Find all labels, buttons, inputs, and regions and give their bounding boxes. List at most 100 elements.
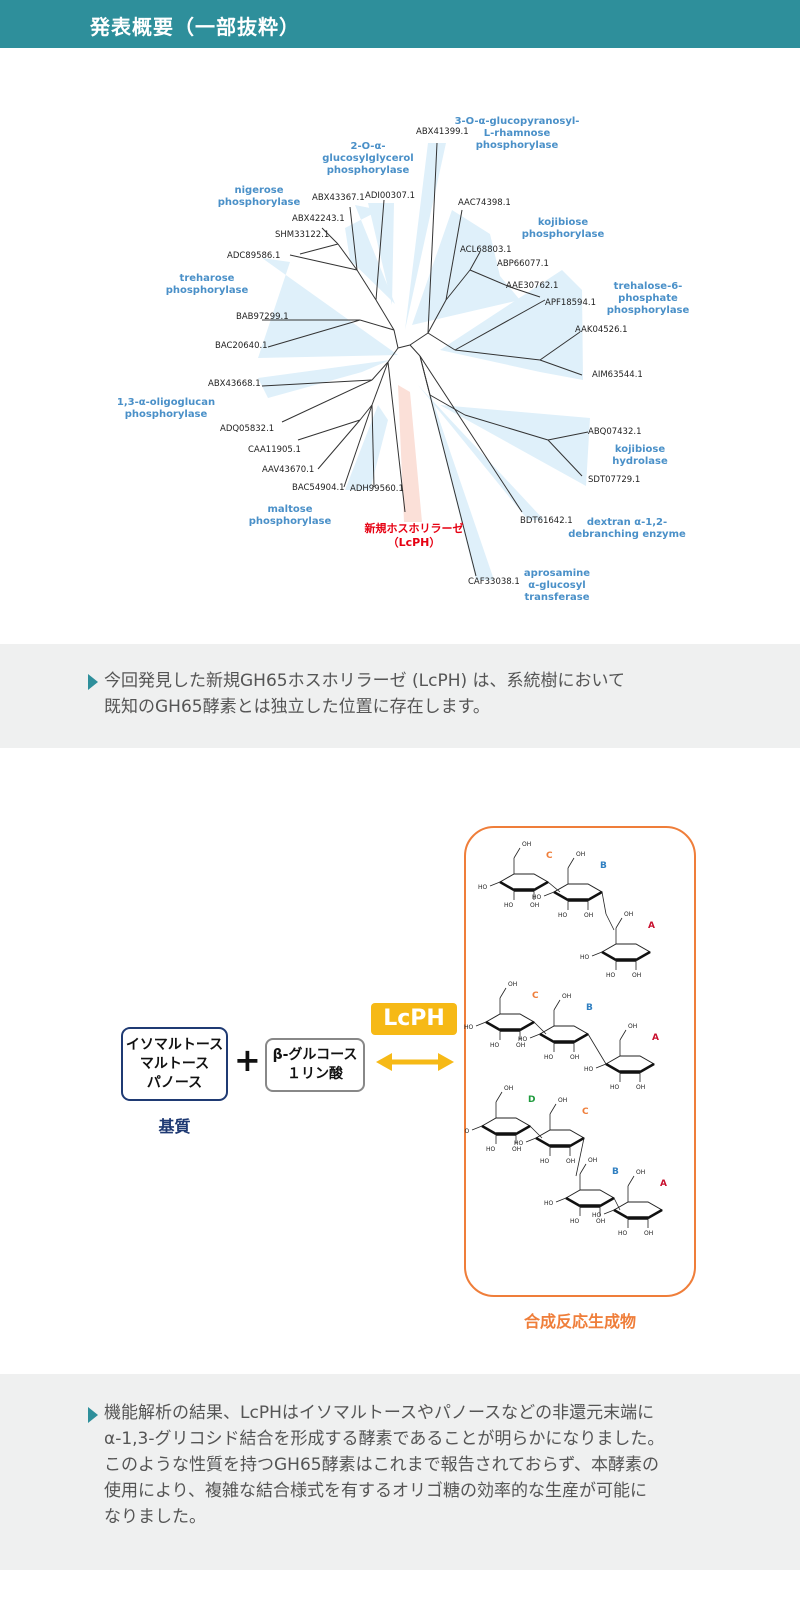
hydroxyl-label: OH <box>508 981 517 988</box>
tree-branch <box>375 199 385 301</box>
clade-label: phosphorylase <box>607 305 690 316</box>
hydroxyl-label: HO <box>580 954 590 961</box>
accession-label: ADH99560.1 <box>350 484 404 494</box>
phylogenetic-tree: ABX41399.1ADI00307.1ABX43367.1ABX42243.1… <box>117 116 690 603</box>
hydroxyl-label: OH <box>566 1158 575 1165</box>
accession-label: AAC74398.1 <box>458 198 511 208</box>
accession-label: ABX43367.1 <box>312 193 365 203</box>
tree-branch <box>469 269 511 288</box>
clade-label: phosphorylase <box>476 140 559 151</box>
tree-branch <box>299 243 339 255</box>
tree-branch <box>445 269 471 301</box>
substrate-panose: パノース <box>146 1074 203 1091</box>
glycosidic-bond <box>601 891 607 915</box>
hydroxyl-label: HO <box>584 1066 594 1073</box>
tree-branch <box>261 379 373 387</box>
info-text-phylogeny: 今回発見した新規GH65ホスホリラーゼ (LcPH) は、系統樹において 既知の… <box>104 671 626 717</box>
clade-label: phosphorylase <box>125 409 208 420</box>
glycosidic-bond <box>529 1125 543 1139</box>
clade-label: 1,3-α-oligoglucan <box>117 397 215 408</box>
clade-label: kojibiose <box>538 217 589 228</box>
clade-label: phosphorylase <box>327 165 410 176</box>
enzyme-badge: LcPH <box>371 1003 457 1035</box>
clade-highlight <box>425 378 494 580</box>
accession-label: CAF33038.1 <box>468 577 520 587</box>
hydroxyl-label: OH <box>636 1084 645 1091</box>
clade-highlight <box>405 143 446 330</box>
tree-branch <box>356 269 377 301</box>
tree-branches <box>261 142 589 577</box>
accession-label: ABX42243.1 <box>292 214 345 224</box>
accession-label: ACL68803.1 <box>460 245 512 255</box>
ring-letter-D: D <box>528 1095 535 1105</box>
tree-branch <box>317 419 361 470</box>
hydroxyl-label: OH <box>516 1042 525 1049</box>
hydroxyl-label: HO <box>544 1200 554 1207</box>
clade-label: hydrolase <box>612 456 668 467</box>
donor-box: β-グルコース １リン酸 <box>265 1038 365 1092</box>
donor-name: β-グルコース <box>272 1047 358 1063</box>
glycosidic-bond <box>613 1197 621 1211</box>
plus-sign: + <box>234 1041 261 1079</box>
tree-branch <box>393 329 399 349</box>
tree-branch <box>281 379 373 423</box>
ring-letter-A: A <box>660 1179 667 1189</box>
accession-label: BAC20640.1 <box>215 341 268 351</box>
accession-label: AIM63544.1 <box>592 370 643 380</box>
clade-label: 3-O-α-glucopyranosyl- <box>455 116 580 127</box>
info-box-phylogeny: 今回発見した新規GH65ホスホリラーゼ (LcPH) は、系統樹において 既知の… <box>0 644 800 748</box>
hydroxyl-label: HO <box>464 1024 474 1031</box>
hydroxyl-label: HO <box>540 1158 550 1165</box>
hydroxyl-label: OH <box>504 1085 513 1092</box>
products-box <box>464 826 696 1297</box>
clade-label: nigerose <box>234 185 283 196</box>
ring-letter-B: B <box>612 1167 619 1177</box>
sugar-ring: OHHOHOOHD <box>464 1085 535 1153</box>
accession-label: BDT61642.1 <box>520 516 573 526</box>
new-enzyme-highlight <box>398 385 422 522</box>
tree-branch <box>454 299 546 351</box>
accession-label: ABX41399.1 <box>416 127 469 137</box>
accession-label: ADC89586.1 <box>227 251 280 261</box>
ring-letter-C: C <box>546 851 553 861</box>
glycosidic-bond <box>587 1033 607 1065</box>
tree-branch <box>547 431 589 441</box>
hydroxyl-label: OH <box>596 1218 605 1225</box>
tree-branch <box>509 286 541 298</box>
info-box-function: 機能解析の結果、LcPHはイソマルトースやパノースなどの非還元末端に α-1,3… <box>0 1374 800 1570</box>
clade-highlight <box>345 205 395 304</box>
tree-branch <box>547 439 583 477</box>
tree-branch <box>371 404 375 488</box>
hydroxyl-label: HO <box>532 894 542 901</box>
clade-label: debranching enzyme <box>568 529 686 540</box>
hydroxyl-label: OH <box>624 911 633 918</box>
hydroxyl-label: OH <box>570 1054 579 1061</box>
donor-phosphate: １リン酸 <box>287 1066 343 1082</box>
ring-letter-B: B <box>600 861 607 871</box>
hydroxyl-label: HO <box>486 1146 496 1153</box>
ring-letter-B: B <box>586 1003 593 1013</box>
accession-label: ABX43668.1 <box>208 379 261 389</box>
hydroxyl-label: OH <box>636 1169 645 1176</box>
hydroxyl-label: OH <box>522 841 531 848</box>
glycosidic-bond <box>575 1137 585 1177</box>
hydroxyl-label: OH <box>512 1146 521 1153</box>
hydroxyl-label: OH <box>584 912 593 919</box>
tree-branch <box>464 414 549 441</box>
hydroxyl-label: HO <box>618 1230 628 1237</box>
tree-branch <box>337 243 358 271</box>
hydroxyl-label: HO <box>606 972 616 979</box>
reversible-arrow-icon <box>376 1053 454 1071</box>
tree-branch <box>419 355 523 513</box>
tree-branch <box>539 359 583 376</box>
clade-label: 2-O-α- <box>351 141 386 152</box>
substrate-box: イソマルトース マルトース パノース <box>121 1027 228 1101</box>
accession-label: ADQ05832.1 <box>220 424 274 434</box>
clade-label: maltose <box>268 504 313 515</box>
